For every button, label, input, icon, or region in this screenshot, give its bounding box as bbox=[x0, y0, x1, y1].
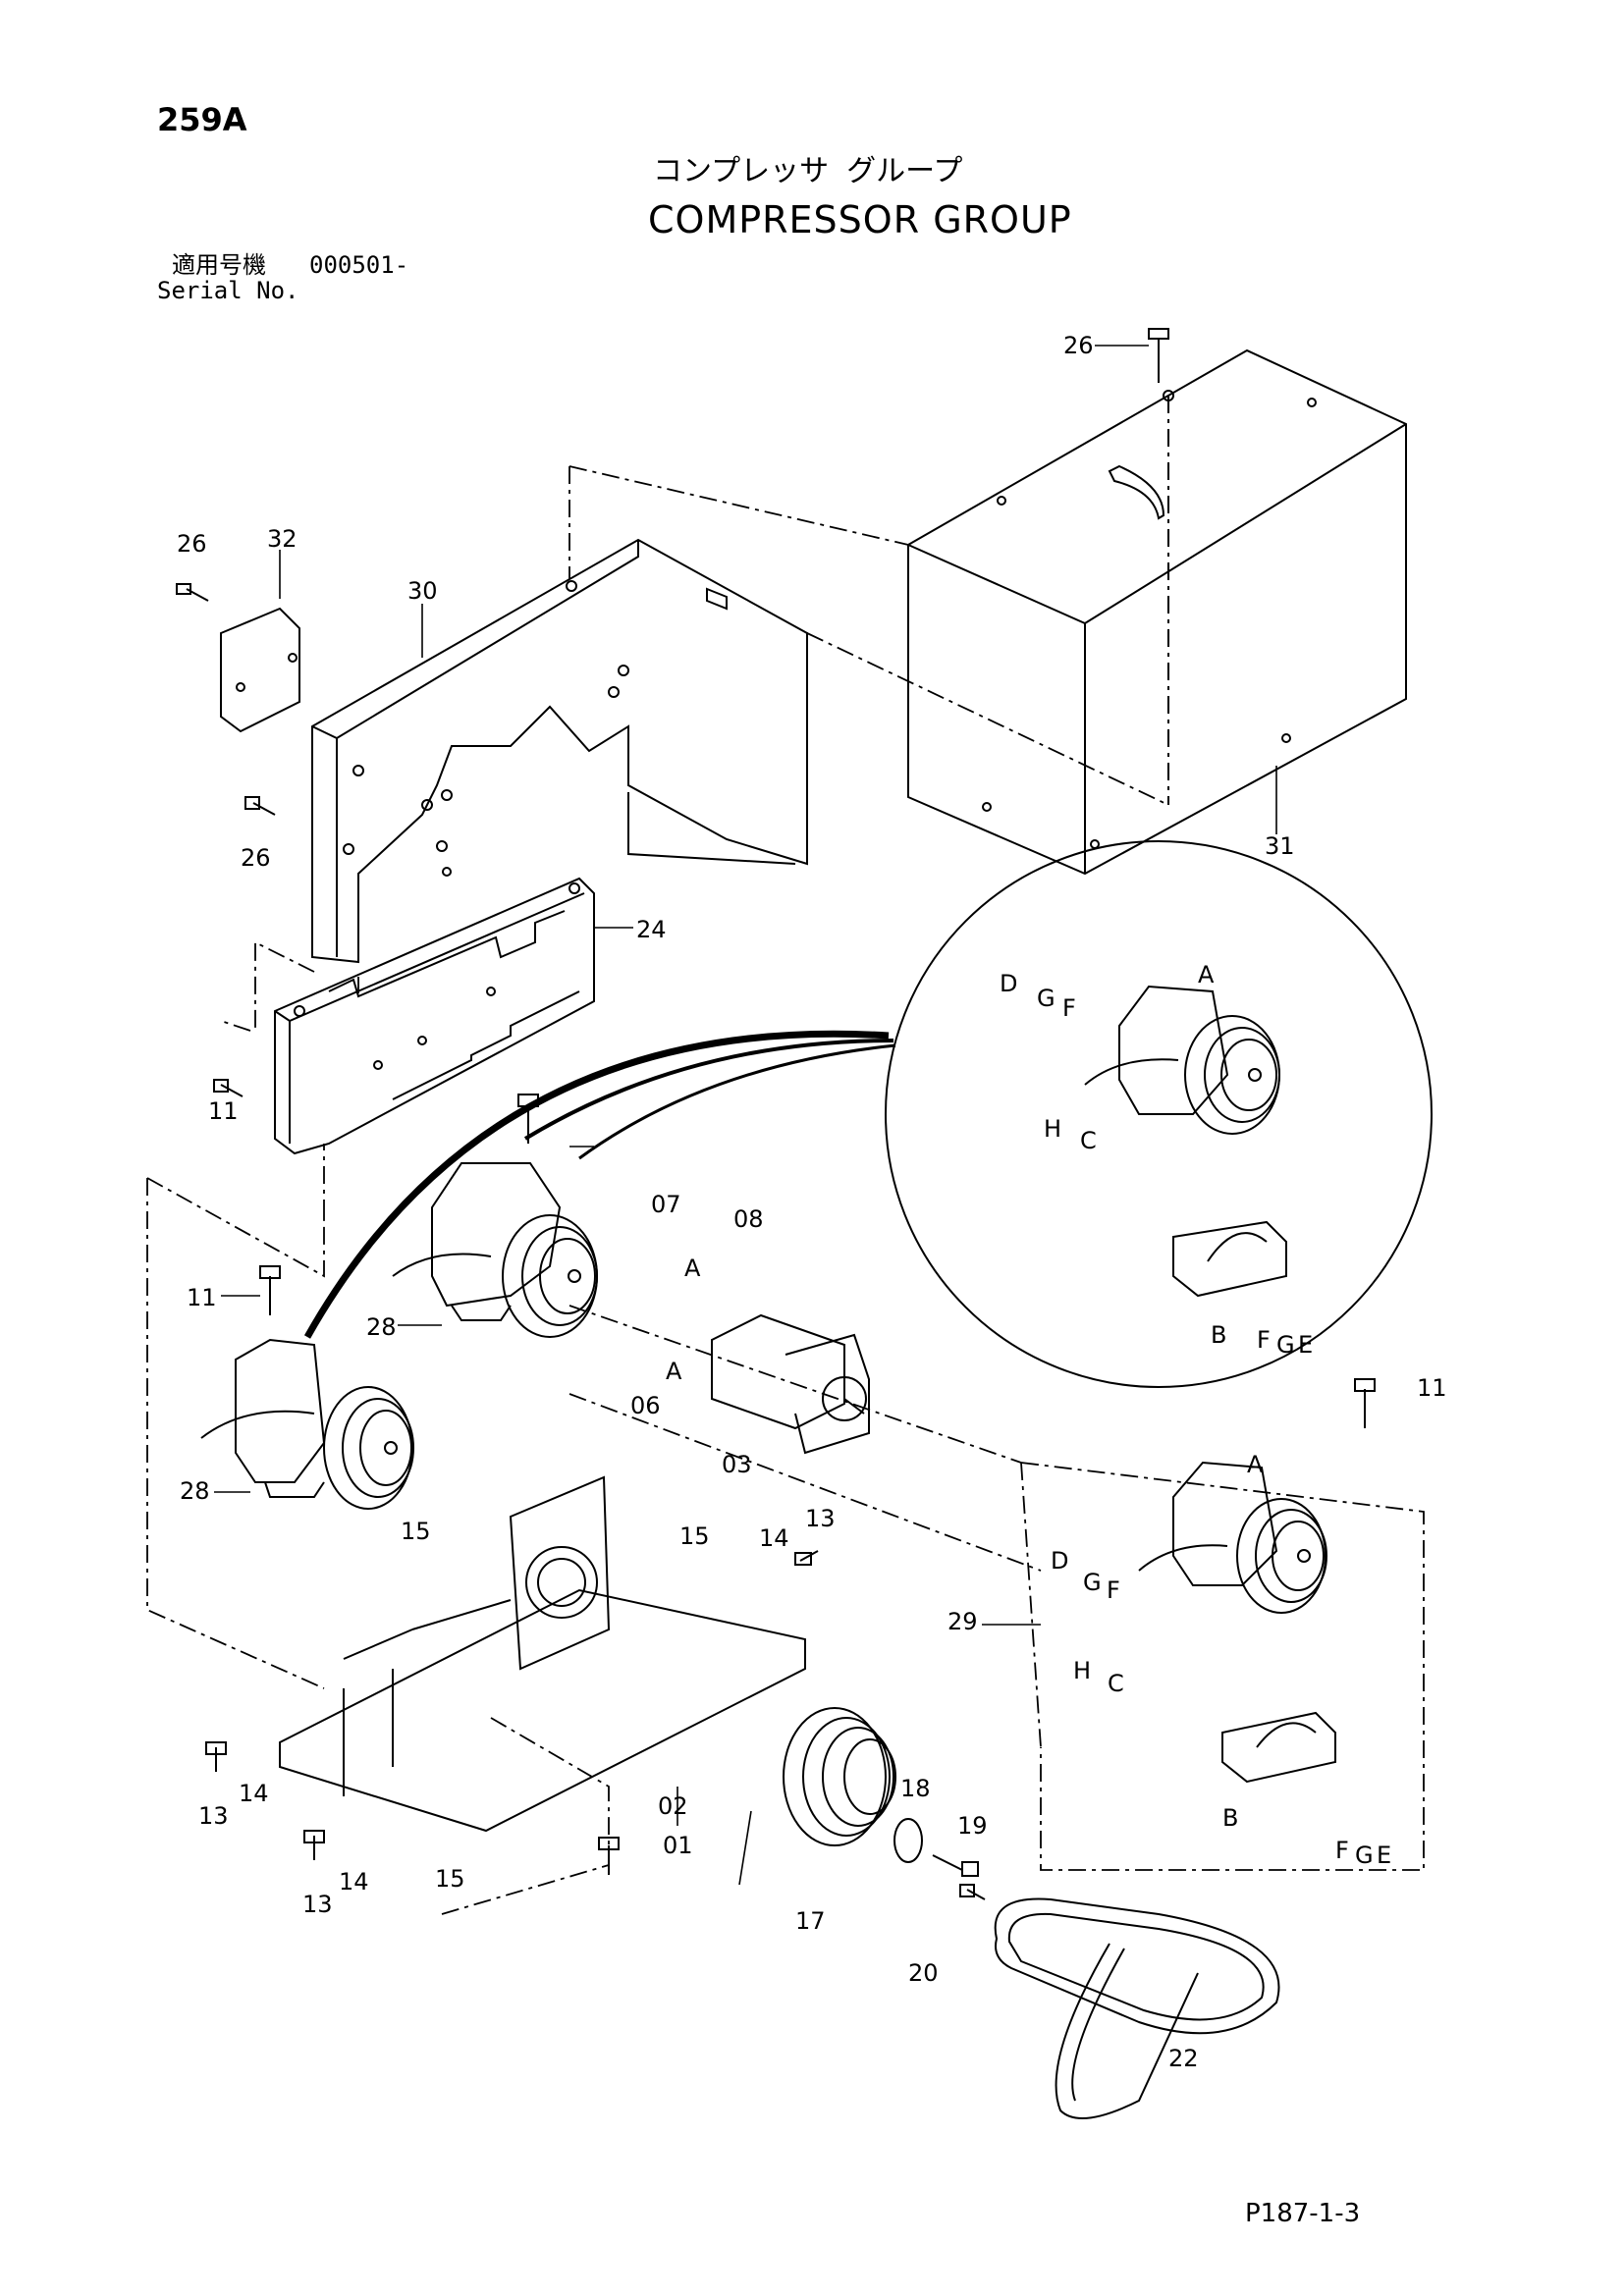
callout-label: 07 bbox=[651, 1191, 681, 1218]
callout-label: 24 bbox=[636, 916, 667, 943]
callout-label: C bbox=[1108, 1670, 1124, 1697]
callout-label: 26 bbox=[241, 844, 271, 872]
compressor-bracket-detail bbox=[1172, 1220, 1287, 1298]
callout-label: 14 bbox=[759, 1524, 789, 1552]
compressor-cover-31 bbox=[907, 348, 1407, 876]
callout-label: 15 bbox=[435, 1865, 465, 1893]
callout-label: G bbox=[1083, 1569, 1102, 1596]
callout-label: 15 bbox=[401, 1518, 431, 1545]
callout-label: 14 bbox=[339, 1868, 369, 1896]
callout-label: B bbox=[1222, 1804, 1238, 1832]
callout-label: A bbox=[1247, 1451, 1264, 1478]
callout-label: 20 bbox=[908, 1959, 939, 1987]
diagram-linework bbox=[146, 328, 1433, 2119]
callout-label: F bbox=[1335, 1837, 1349, 1864]
detail-pointer bbox=[303, 1030, 896, 1339]
callout-label: 31 bbox=[1265, 832, 1295, 860]
callout-label: 02 bbox=[658, 1792, 688, 1820]
callout-label: 29 bbox=[947, 1608, 978, 1635]
callout-label: H bbox=[1044, 1115, 1061, 1143]
callout-label: A bbox=[666, 1358, 682, 1385]
motor-03 bbox=[711, 1313, 870, 1455]
callout-label: 32 bbox=[267, 525, 298, 553]
callout-label: 11 bbox=[1417, 1374, 1447, 1402]
callout-label: A bbox=[1198, 961, 1215, 988]
callout-label: G bbox=[1037, 985, 1056, 1012]
pulley-17 bbox=[783, 1707, 896, 1846]
bracket-24 bbox=[274, 877, 595, 1155]
callout-label: 26 bbox=[1063, 332, 1094, 359]
page-title-japanese: コンプレッサ グループ bbox=[653, 154, 963, 188]
callout-label: 14 bbox=[239, 1780, 269, 1807]
callout-label: D bbox=[1000, 970, 1017, 997]
washer-18 bbox=[893, 1818, 923, 1863]
compressor-right bbox=[1138, 1461, 1327, 1614]
callout-label: A bbox=[684, 1255, 701, 1282]
callout-label: 13 bbox=[805, 1505, 836, 1532]
callout-label: 11 bbox=[208, 1097, 239, 1125]
callout-label: F bbox=[1062, 994, 1076, 1022]
callout-label: 13 bbox=[198, 1802, 229, 1830]
callout-label: 18 bbox=[900, 1775, 931, 1802]
callout-label: 17 bbox=[795, 1907, 826, 1935]
callout-label: D bbox=[1051, 1547, 1068, 1575]
side-panel-30 bbox=[311, 538, 808, 964]
footer-reference: P187-1-3 bbox=[1245, 2199, 1361, 2228]
callout-label: 26 bbox=[177, 530, 207, 558]
callout-label: E bbox=[1298, 1331, 1313, 1359]
callout-label: 30 bbox=[407, 577, 438, 605]
serial-label-japanese: 適用号機 bbox=[172, 251, 266, 279]
callout-label: 28 bbox=[366, 1313, 397, 1341]
callout-label: G bbox=[1355, 1842, 1374, 1869]
small-plate-32 bbox=[220, 607, 300, 733]
bolts bbox=[176, 328, 1376, 1900]
callout-label: 15 bbox=[679, 1522, 710, 1550]
compressor-bracket-right bbox=[1221, 1711, 1336, 1784]
serial-number-value: 000501- bbox=[309, 251, 409, 279]
leader-lines bbox=[214, 345, 1277, 1886]
callout-label: E bbox=[1377, 1842, 1391, 1869]
compressor-upper bbox=[392, 1162, 598, 1338]
callout-label: 08 bbox=[733, 1205, 764, 1233]
callout-label: F bbox=[1107, 1576, 1120, 1604]
callout-label: H bbox=[1073, 1657, 1091, 1684]
callout-label: F bbox=[1257, 1326, 1271, 1354]
callout-label: 03 bbox=[722, 1451, 752, 1478]
callout-labels: 26 32 30 26 24 26 11 11 07 08 A A 06 03 … bbox=[177, 332, 1447, 2072]
base-plate-02 bbox=[279, 1475, 806, 1833]
callout-label: C bbox=[1080, 1127, 1097, 1154]
callout-label: B bbox=[1211, 1321, 1226, 1349]
callout-label: 11 bbox=[187, 1284, 217, 1311]
compressor-left bbox=[200, 1338, 414, 1510]
assembly-lines bbox=[146, 465, 1425, 1915]
serial-label: Serial No. bbox=[157, 277, 299, 304]
compressor-detail-top bbox=[1084, 985, 1280, 1135]
callout-label: 01 bbox=[663, 1832, 693, 1859]
callout-label: 13 bbox=[302, 1891, 333, 1918]
callout-label: 19 bbox=[957, 1812, 988, 1840]
callout-label: 22 bbox=[1168, 2045, 1199, 2072]
page-title: COMPRESSOR GROUP bbox=[648, 198, 1072, 241]
callout-label: 06 bbox=[630, 1392, 661, 1419]
page-number: 259A bbox=[157, 101, 247, 138]
callout-label: G bbox=[1276, 1331, 1295, 1359]
v-belt-22 bbox=[994, 1897, 1280, 2119]
callout-label: 28 bbox=[180, 1477, 210, 1505]
detail-circle bbox=[885, 840, 1433, 1388]
